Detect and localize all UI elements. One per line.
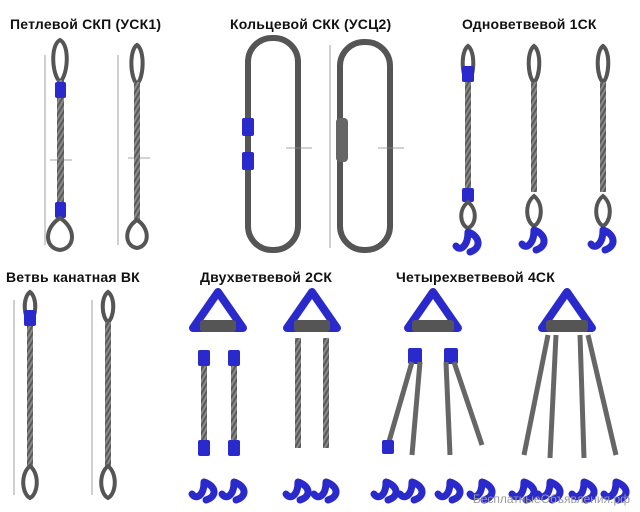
loop-sling-a (44, 37, 74, 253)
title-single-leg: Одноветвевой 1СК (462, 16, 597, 32)
loop-sling-b (117, 42, 150, 251)
four-leg-b (508, 288, 630, 504)
rope-leg-a (13, 289, 39, 501)
title-ring-sling: Кольцевой СКК (УСЦ2) (230, 16, 392, 32)
ring-sling-b (329, 39, 404, 253)
single-leg-a (452, 43, 482, 256)
four-leg-a (370, 288, 496, 504)
title-four-leg: Четырехветвевой 4СК (396, 269, 555, 285)
title-two-leg: Двухветвевой 2СК (200, 269, 333, 285)
title-loop-sling: Петлевой СКП (УСК1) (10, 16, 162, 32)
two-leg-b (282, 288, 341, 504)
watermark: БесплатныеОбъявления.рф (472, 492, 630, 506)
single-leg-c (587, 43, 617, 254)
rope-leg-b (91, 289, 117, 501)
ring-sling-a (242, 35, 312, 253)
two-leg-a (188, 288, 248, 504)
single-leg-b (518, 43, 548, 254)
title-rope-leg: Ветвь канатная ВК (6, 269, 140, 285)
